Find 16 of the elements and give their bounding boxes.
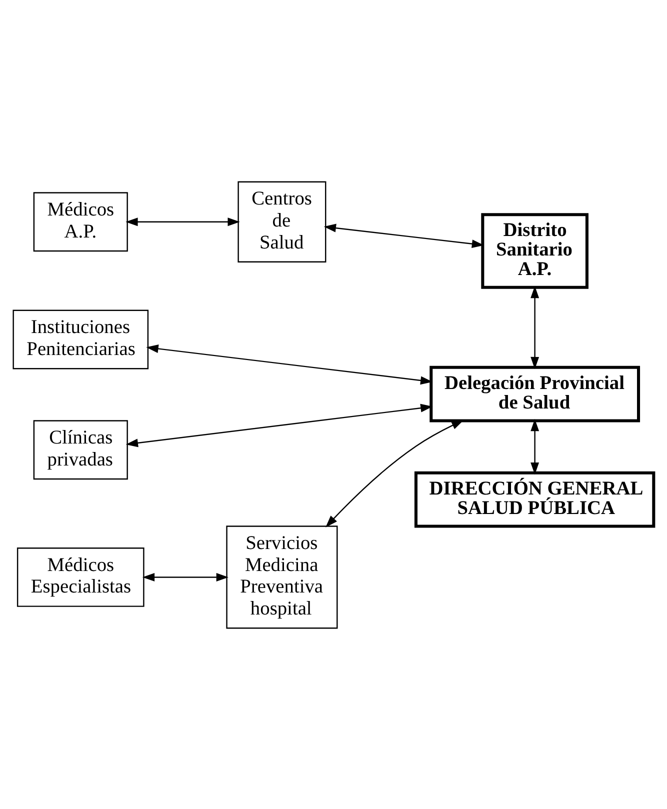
node-box: Instituciones Penitenciarias xyxy=(12,309,149,369)
node-box: Distrito Sanitario A.P. xyxy=(481,212,588,288)
node-box: Clínicas privadas xyxy=(33,420,128,480)
node-box: Centros de Salud xyxy=(238,180,326,262)
arrow xyxy=(142,572,228,581)
node-box: Médicos A.P. xyxy=(33,192,128,252)
arrow xyxy=(324,223,484,248)
arrow xyxy=(326,420,464,527)
arrow xyxy=(530,418,540,474)
arrow xyxy=(126,217,240,226)
node-box: Delegación Provincial de Salud xyxy=(430,365,640,422)
arrow xyxy=(126,403,433,447)
node-box: DIRECCIÓN GENERAL SALUD PÚBLICA xyxy=(414,470,656,528)
node-box: Médicos Especialistas xyxy=(16,547,144,606)
arrow xyxy=(146,344,433,384)
node-box: Servicios Medicina Preventiva hospital xyxy=(226,525,338,628)
